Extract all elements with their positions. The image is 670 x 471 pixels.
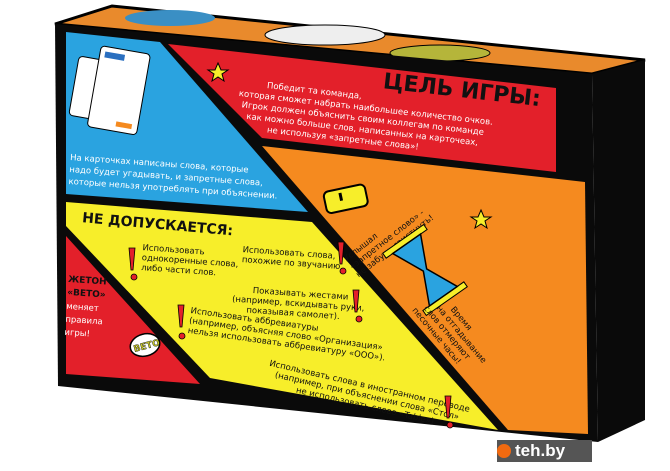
exclamation-icon bbox=[177, 304, 185, 328]
orange-panel bbox=[262, 146, 588, 434]
hourglass-icon bbox=[382, 223, 468, 317]
veto-line: «ВЕТО» bbox=[67, 288, 106, 301]
exclamation-dot bbox=[339, 267, 347, 275]
top-illustration-left bbox=[125, 10, 215, 26]
exclamation-dot bbox=[355, 315, 363, 323]
yellow-panel bbox=[66, 202, 498, 430]
veto-token-icon: ВЕТО bbox=[129, 332, 162, 358]
star-icon bbox=[469, 208, 493, 230]
exclamation-icon bbox=[352, 289, 360, 313]
top-speech-bubble bbox=[264, 24, 386, 46]
red-goal-panel bbox=[168, 44, 556, 172]
rule-text: Использовать bbox=[142, 243, 205, 257]
whistle-icon bbox=[322, 183, 369, 215]
veto-line: меняет bbox=[66, 302, 99, 314]
exclamation-dot bbox=[446, 421, 454, 429]
watermark: teh.by bbox=[497, 440, 592, 462]
cards-illustration bbox=[68, 45, 151, 135]
exclamation-icon bbox=[444, 395, 452, 419]
exclamation-icon bbox=[337, 241, 345, 265]
veto-line: игры! bbox=[64, 328, 90, 340]
star-icon bbox=[206, 61, 230, 83]
exclamation-icon bbox=[128, 247, 136, 271]
exclamation-dot bbox=[178, 332, 186, 340]
veto-line: ЖЕТОН bbox=[68, 275, 107, 288]
exclamation-dot bbox=[130, 273, 138, 281]
watermark-logo-icon bbox=[497, 444, 511, 458]
box-side-face bbox=[592, 60, 645, 442]
red-veto-panel bbox=[66, 236, 200, 384]
veto-line: правила bbox=[65, 315, 103, 328]
